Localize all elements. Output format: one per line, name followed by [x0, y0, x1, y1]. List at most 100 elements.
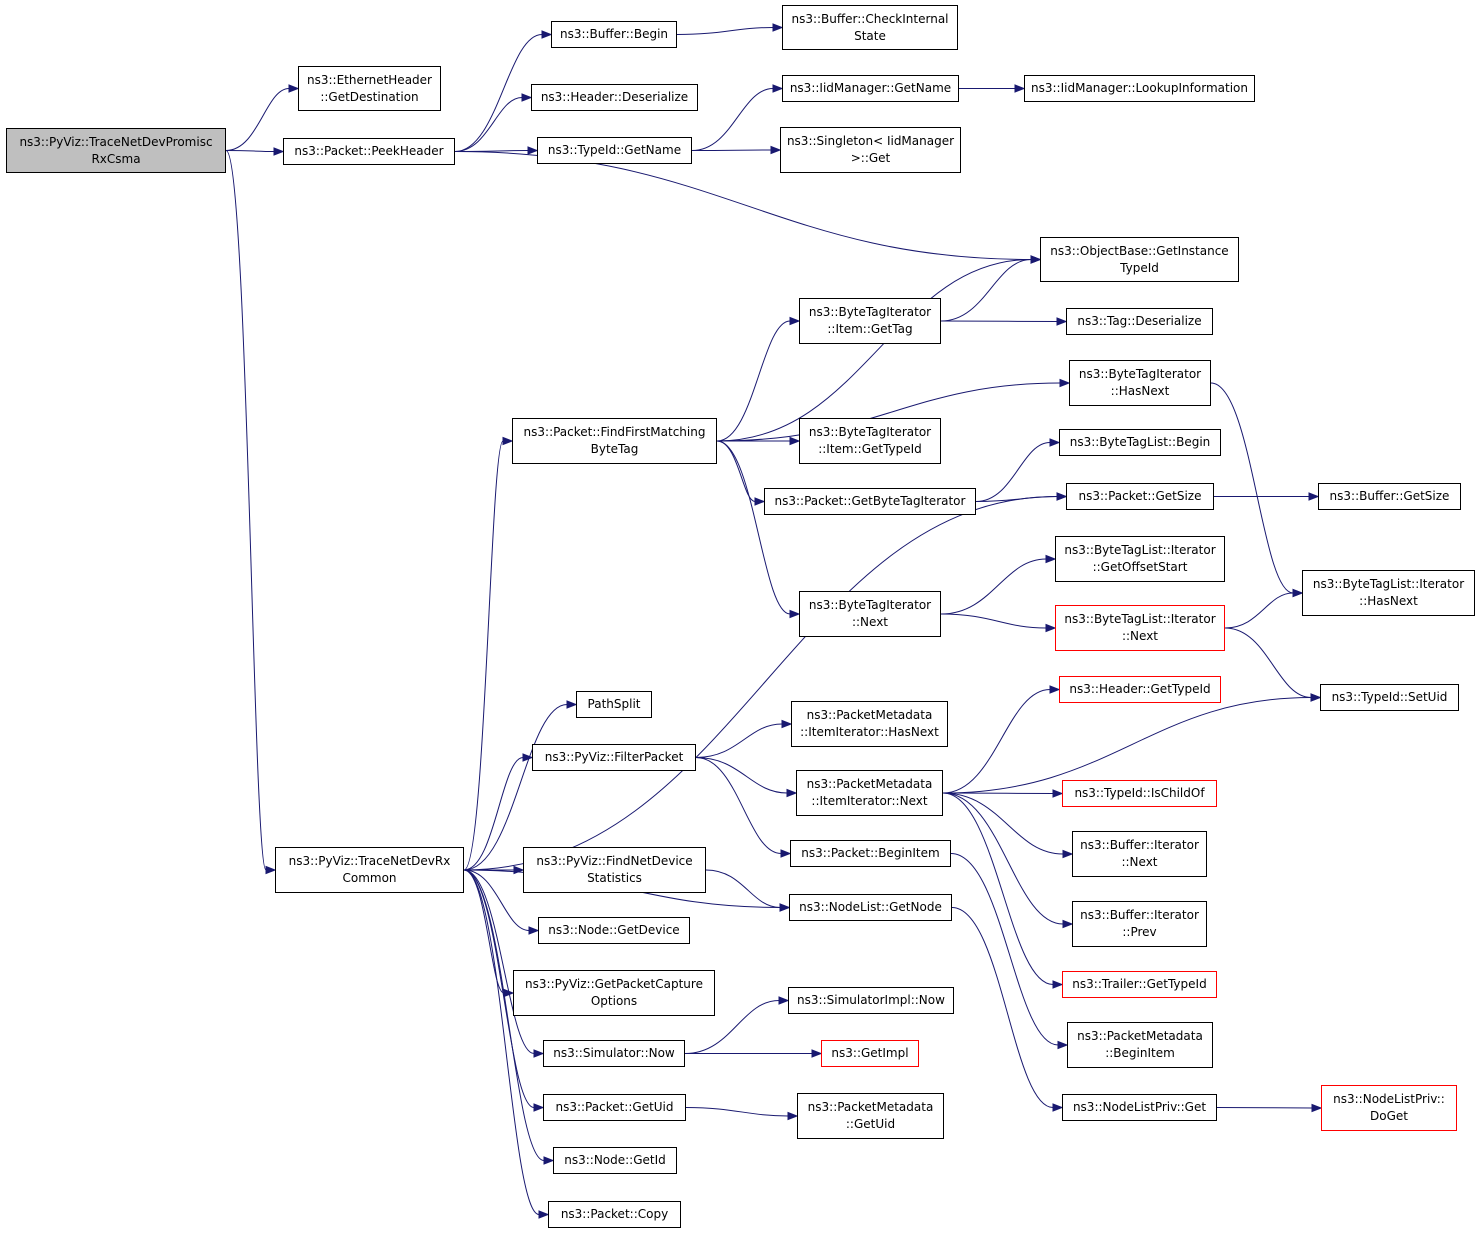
edge-get_bti-to-btl_begin	[975, 442, 1051, 502]
edge-pmii_next-to-trl_typeid	[942, 792, 1054, 985]
node-tag-deserialize[interactable]: ns3::Tag::Deserialize	[1066, 308, 1213, 335]
node-ethernetheader-getdestination[interactable]: ns3::EthernetHeader ::GetDestination	[298, 66, 441, 111]
node-packetmetadata-beginitem[interactable]: ns3::PacketMetadata ::BeginItem	[1067, 1022, 1213, 1068]
node-header-gettypeid[interactable]: ns3::Header::GetTypeId	[1059, 676, 1221, 703]
node-getimpl[interactable]: ns3::GetImpl	[821, 1040, 919, 1067]
node-pyviz-getpacketcaptureoptions[interactable]: ns3::PyViz::GetPacketCapture Options	[513, 970, 715, 1016]
node-objectbase-getinstancetypeid[interactable]: ns3::ObjectBase::GetInstance TypeId	[1040, 237, 1239, 282]
node-bytetaglist-begin[interactable]: ns3::ByteTagList::Begin	[1059, 429, 1221, 456]
node-nodelistpriv-get[interactable]: ns3::NodeListPriv::Get	[1062, 1094, 1217, 1121]
edge-btli_next-to-setuid	[1224, 627, 1312, 698]
node-packet-findfirstmatchingbytetag[interactable]: ns3::Packet::FindFirstMatching ByteTag	[512, 418, 717, 464]
node-bytetagiterator-item-gettypeid[interactable]: ns3::ByteTagIterator ::Item::GetTypeId	[799, 418, 941, 464]
node-bytetaglist-iterator-hasnext[interactable]: ns3::ByteTagList::Iterator ::HasNext	[1302, 570, 1475, 616]
node-packetmetadata-getuid[interactable]: ns3::PacketMetadata ::GetUid	[797, 1093, 944, 1139]
node-pyviz-tracenetdevrxcommon[interactable]: ns3::PyViz::TraceNetDevRx Common	[275, 847, 464, 893]
edge-arrowhead-typeid_name-to-iid_name	[772, 84, 784, 93]
node-bytetaglist-iterator-next[interactable]: ns3::ByteTagList::Iterator ::Next	[1055, 605, 1225, 651]
node-packetmetadata-itemiterator-next[interactable]: ns3::PacketMetadata ::ItemIterator::Next	[796, 770, 943, 816]
edge-arrowhead-bti_next-to-btli_next	[1045, 623, 1057, 633]
edge-sim_now-to-simimpl_now	[684, 1000, 780, 1054]
node-packetmetadata-itemiterator-hasnext[interactable]: ns3::PacketMetadata ::ItemIterator::HasN…	[791, 701, 948, 747]
node-pyviz-filterpacket[interactable]: ns3::PyViz::FilterPacket	[532, 744, 696, 771]
node-simulatorimpl-now[interactable]: ns3::SimulatorImpl::Now	[788, 987, 954, 1014]
edge-peekheader-to-hdr_deser	[454, 97, 523, 152]
edge-pmii_next-to-bufit_prev	[942, 792, 1064, 925]
edge-arrowhead-tracerx-to-sim_now	[533, 1049, 545, 1058]
node-buffer-begin[interactable]: ns3::Buffer::Begin	[551, 21, 677, 48]
node-typeid-getname[interactable]: ns3::TypeId::GetName	[537, 137, 692, 164]
edge-arrowhead-typeid_name-to-singleton	[770, 145, 782, 155]
edge-arrowhead-sim_now-to-getimpl	[811, 1049, 823, 1058]
edge-filterpacket-to-pmii_hasnext	[695, 723, 783, 758]
edge-filterpacket-to-begin_item	[695, 757, 782, 854]
node-nodelistpriv-doget[interactable]: ns3::NodeListPriv:: DoGet	[1321, 1085, 1457, 1131]
edge-find_first-to-get_bti	[716, 440, 756, 502]
edge-bti_next-to-btli_next	[940, 613, 1047, 629]
edge-tracerx-to-filterpacket	[463, 757, 524, 871]
edge-arrowhead-pmii_next-to-setuid	[1310, 693, 1322, 702]
node-packet-beginitem[interactable]: ns3::Packet::BeginItem	[790, 840, 951, 867]
edge-arrowhead-sim_now-to-simimpl_now	[778, 996, 790, 1005]
edge-typeid_name-to-singleton	[691, 149, 772, 151]
edge-arrowhead-getuid-to-pm_getuid	[787, 1111, 799, 1121]
edge-arrowhead-filterpacket-to-pmii_next	[786, 788, 798, 798]
edge-arrowhead-root-to-peekheader	[273, 147, 285, 156]
edge-arrowhead-bti_next-to-btli_offset	[1045, 554, 1057, 564]
node-typeid-ischildof[interactable]: ns3::TypeId::IsChildOf	[1062, 780, 1217, 807]
edge-arrowhead-tracerx-to-pkt_copy	[538, 1210, 550, 1219]
edge-tracerx-to-sim_now	[463, 869, 535, 1054]
edge-pmii_next-to-hdr_typeid	[942, 689, 1051, 794]
node-node-getdevice[interactable]: ns3::Node::GetDevice	[538, 917, 690, 944]
node-bytetagiterator-hasnext[interactable]: ns3::ByteTagIterator ::HasNext	[1069, 360, 1211, 406]
edge-pmii_next-to-setuid	[942, 697, 1312, 794]
edge-getuid-to-pm_getuid	[685, 1107, 789, 1117]
node-typeid-setuid[interactable]: ns3::TypeId::SetUid	[1320, 684, 1459, 711]
node-pyviz-findnetdevicestatistics[interactable]: ns3::PyViz::FindNetDevice Statistics	[523, 847, 706, 893]
edge-btli_next-to-btli_hasnext	[1224, 592, 1294, 629]
node-packet-getsize[interactable]: ns3::Packet::GetSize	[1066, 483, 1214, 510]
node-buffer-iterator-prev[interactable]: ns3::Buffer::Iterator ::Prev	[1072, 901, 1207, 947]
node-buffer-iterator-next[interactable]: ns3::Buffer::Iterator ::Next	[1072, 831, 1207, 877]
edge-arrowhead-tracerx-to-find_first	[502, 436, 514, 446]
edge-find_first-to-bti_gettag	[716, 320, 791, 442]
node-node-getid[interactable]: ns3::Node::GetId	[553, 1147, 677, 1174]
node-bytetaglist-iterator-getoffsetstart[interactable]: ns3::ByteTagList::Iterator ::GetOffsetSt…	[1055, 536, 1225, 582]
node-singleton-iidmanager-get[interactable]: ns3::Singleton< IidManager >::Get	[780, 127, 961, 173]
edge-arrowhead-pmii_next-to-bufit_prev	[1062, 919, 1074, 929]
node-bytetagiterator-next[interactable]: ns3::ByteTagIterator ::Next	[799, 591, 941, 637]
edge-arrowhead-filterpacket-to-begin_item	[780, 849, 792, 858]
node-buffer-getsize[interactable]: ns3::Buffer::GetSize	[1318, 483, 1461, 510]
edge-bti_gettag-to-tag_deser	[940, 320, 1058, 322]
edge-arrowhead-getnode-to-nlp_get	[1052, 1103, 1064, 1112]
edge-bti_next-to-btli_offset	[940, 558, 1047, 615]
node-nodelist-getnode[interactable]: ns3::NodeList::GetNode	[789, 894, 952, 921]
node-trailer-gettypeid[interactable]: ns3::Trailer::GetTypeId	[1062, 971, 1217, 998]
edge-arrowhead-tracerx-to-getdevice	[528, 926, 540, 935]
edge-arrowhead-root-to-eth_dest	[288, 84, 300, 93]
edge-arrowhead-bti_gettag-to-objbase	[1030, 255, 1042, 264]
edge-arrowhead-find_first-to-get_bti	[754, 497, 766, 506]
edge-arrowhead-pmii_next-to-ischildof	[1052, 789, 1064, 798]
node-iidmanager-lookupinformation[interactable]: ns3::IidManager::LookupInformation	[1024, 75, 1255, 102]
edge-tracerx-to-pkt_copy	[463, 869, 540, 1215]
node-packet-getuid[interactable]: ns3::Packet::GetUid	[543, 1094, 686, 1121]
edge-bti_hasnext-to-btli_hasnext	[1210, 382, 1294, 594]
node-buffer-checkinternalstate[interactable]: ns3::Buffer::CheckInternal State	[782, 5, 958, 50]
node-packet-getbytetagiterator[interactable]: ns3::Packet::GetByteTagIterator	[764, 488, 976, 515]
node-iidmanager-getname[interactable]: ns3::IidManager::GetName	[782, 75, 959, 102]
edge-arrowhead-begin_item-to-pm_beginitem	[1057, 1040, 1069, 1050]
edge-tracerx-to-find_first	[463, 440, 504, 871]
edge-arrowhead-pkt_size-to-buf_size	[1308, 492, 1320, 501]
node-packet-peekheader[interactable]: ns3::Packet::PeekHeader	[283, 138, 455, 165]
edge-tracerx-to-node_getid	[463, 869, 545, 1161]
node-bytetagiterator-item-gettag[interactable]: ns3::ByteTagIterator ::Item::GetTag	[799, 298, 941, 344]
node-packet-copy[interactable]: ns3::Packet::Copy	[548, 1201, 681, 1228]
edge-arrowhead-bti_gettag-to-tag_deser	[1056, 317, 1068, 326]
edge-arrowhead-find_first-to-bti_gettypeid	[789, 436, 801, 446]
node-pathsplit[interactable]: PathSplit	[576, 691, 652, 718]
node-header-deserialize[interactable]: ns3::Header::Deserialize	[531, 84, 698, 111]
node-simulator-now[interactable]: ns3::Simulator::Now	[543, 1040, 685, 1067]
